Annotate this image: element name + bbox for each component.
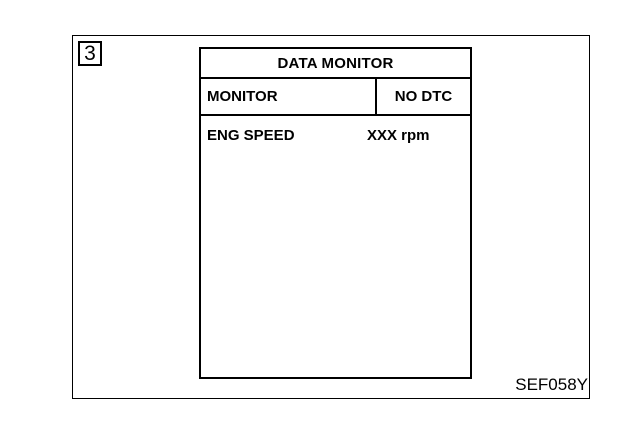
monitor-data-row: ENG SPEED XXX rpm (201, 127, 470, 147)
data-monitor-screen: DATA MONITOR MONITOR NO DTC ENG SPEED XX… (199, 47, 472, 379)
monitor-item-label: ENG SPEED (207, 127, 295, 144)
monitor-column-label: MONITOR (207, 88, 278, 105)
figure-code: SEF058Y (515, 375, 588, 394)
dtc-status-label: NO DTC (394, 88, 453, 105)
figure-frame (72, 35, 590, 399)
step-number-badge: 3 (78, 41, 102, 66)
screen-title: DATA MONITOR (201, 49, 470, 79)
header-divider (375, 79, 377, 114)
monitor-item-value: XXX rpm (367, 127, 430, 144)
monitor-header-row: MONITOR NO DTC (201, 79, 470, 116)
